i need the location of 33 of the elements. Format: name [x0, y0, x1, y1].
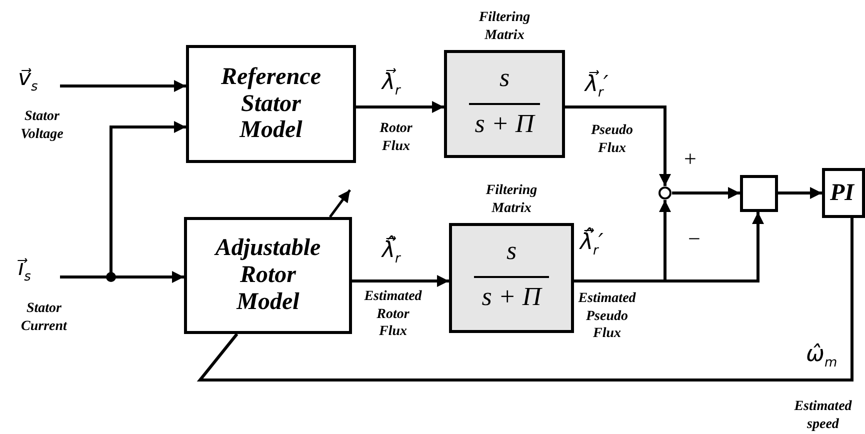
signal-name: Estimated speed [794, 398, 852, 433]
denominator: s + Π [474, 109, 536, 139]
signal-symbol: ω̂$_{m}$ [806, 342, 838, 370]
sign-label: + [684, 146, 696, 172]
input-symbol: i⃗$_{s}$ [18, 256, 31, 284]
input-symbol: v⃗$_{s}$ [18, 66, 38, 94]
feedback-line [196, 218, 854, 382]
model-block: Adjustable Rotor Model [184, 217, 352, 334]
block-heading: Filtering Matrix [486, 182, 538, 217]
summing-junction [658, 186, 672, 200]
denominator: s + Π [480, 282, 544, 312]
signal-name: Stator Current [21, 300, 67, 335]
arrow [672, 187, 740, 199]
block-heading: Filtering Matrix [478, 9, 530, 44]
controller-block: PI [822, 168, 865, 218]
signal-name: Stator Voltage [20, 108, 64, 143]
arrow [574, 212, 764, 282]
numerator: s [498, 63, 511, 93]
block [740, 175, 778, 212]
numerator: s [505, 236, 518, 266]
signal-name: Estimated Pseudo Flux [578, 290, 636, 342]
signal-name: Rotor Flux [380, 120, 412, 155]
signal-name: Pseudo Flux [591, 122, 633, 157]
model-block: Reference Stator Model [186, 45, 356, 163]
signal-symbol: λ⃗$_{r}$ [382, 70, 400, 98]
arrow [60, 80, 186, 92]
arrow [352, 275, 449, 287]
signal-symbol: λ⃗$_{r}$′ [585, 72, 608, 100]
arrow [778, 187, 822, 199]
signal-name: Estimated Rotor Flux [364, 288, 422, 340]
sign-label: − [688, 226, 700, 252]
arrow [356, 101, 444, 113]
arrow [565, 106, 671, 186]
